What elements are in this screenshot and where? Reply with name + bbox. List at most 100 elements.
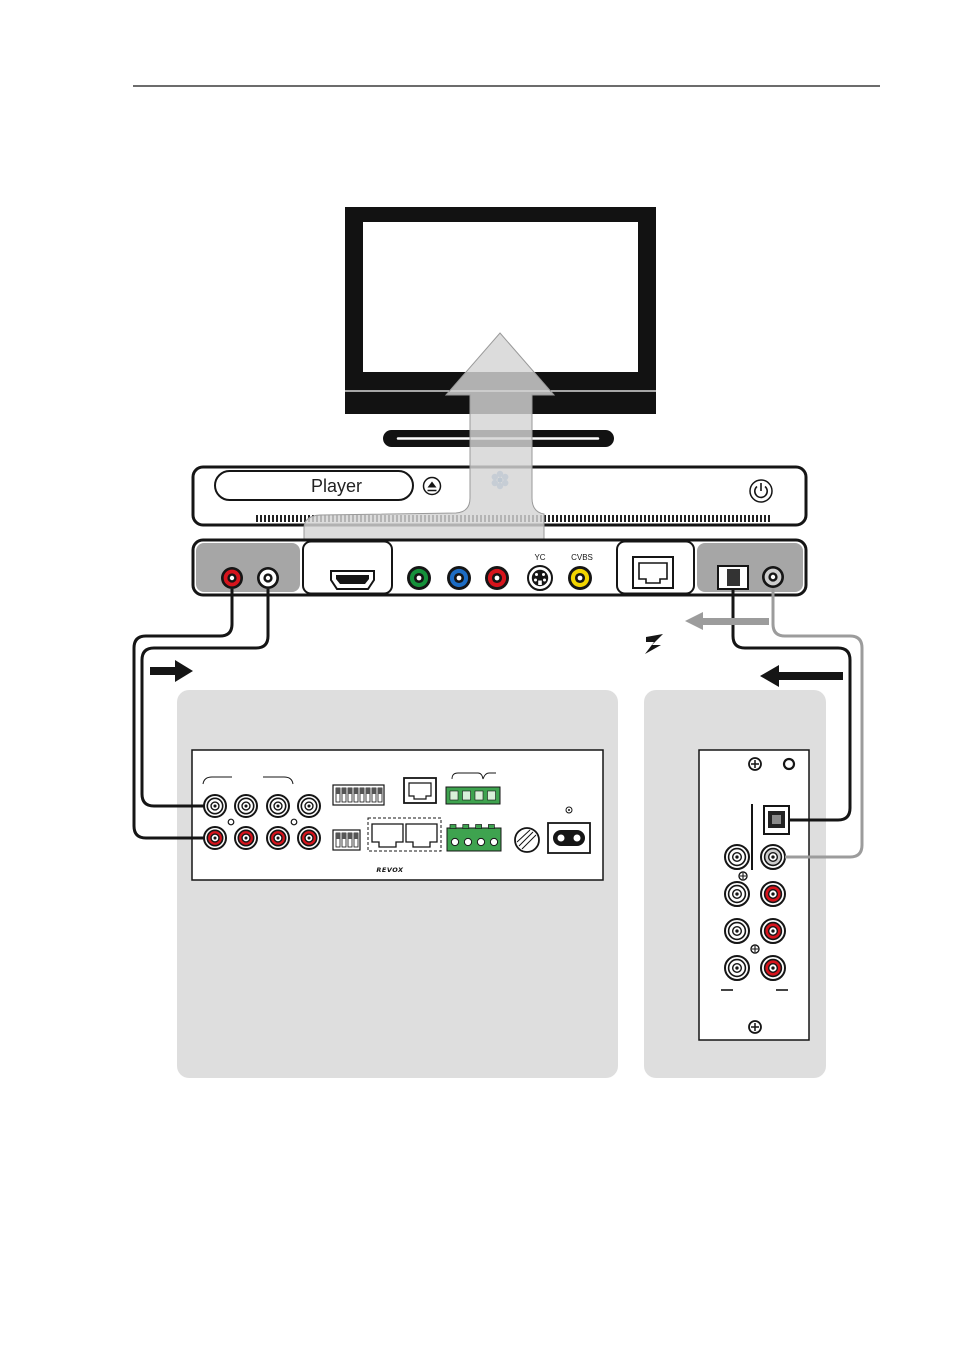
jack-pin (771, 929, 775, 933)
jack-pin (265, 575, 271, 581)
jack-pin (771, 892, 775, 896)
jack-pin (244, 804, 248, 808)
jack-pin (307, 836, 311, 840)
brand-logo: REVOX (376, 866, 404, 874)
terminal-contact (487, 790, 496, 801)
component-jack-green (407, 566, 431, 590)
arrow-up-icon (303, 332, 556, 541)
hdmi-section (302, 540, 393, 595)
cables (132, 588, 864, 859)
optical-port-icon (763, 805, 790, 835)
network-section (616, 540, 695, 595)
terminal-contact (474, 790, 484, 801)
terminal-bracket (451, 772, 496, 780)
rca-jack-red (234, 826, 258, 850)
jack-pin (735, 966, 739, 970)
terminal-notch (475, 824, 482, 829)
terminal-contact (449, 790, 459, 801)
rca-jack-white (266, 794, 290, 818)
cvbs-label: CVBS (571, 553, 593, 562)
jack-pin (494, 575, 500, 581)
terminal-notch (462, 824, 470, 829)
jack-pin (770, 574, 776, 580)
input-module-jacks (724, 844, 786, 981)
jack-pin (577, 575, 583, 581)
indicator-ring (782, 757, 796, 771)
screw-icon (227, 818, 235, 826)
terminal-screw (463, 837, 473, 847)
dip-switch-lever (378, 788, 382, 794)
component-jack-blue (447, 566, 471, 590)
screw-icon (738, 871, 748, 881)
ground-symbol-icon (565, 806, 573, 814)
terminal-screw (489, 837, 499, 847)
s-video-jack (527, 565, 553, 591)
rca-jack-white (724, 844, 750, 870)
dip-switch-lever (354, 788, 358, 794)
dip-switch-lever (348, 788, 352, 794)
screw-icon (748, 757, 762, 771)
jack-pin (735, 892, 739, 896)
rca-jack-white (297, 794, 321, 818)
dip-switch-4 (332, 829, 361, 851)
dip-switch-8 (332, 784, 385, 806)
jack-pin (735, 929, 739, 933)
rca-jack-red (297, 826, 321, 850)
dual-ethernet-port (367, 817, 442, 852)
power-inlet-hole (557, 834, 565, 842)
zigzag-mark-icon (645, 634, 663, 654)
terminal-block-body (446, 827, 502, 852)
rca-jack-white (257, 567, 279, 589)
audio-system-jacks (203, 794, 321, 850)
rca-jack-white (724, 955, 750, 981)
coax-cable (771, 588, 864, 859)
jack-pin (416, 575, 422, 581)
jack-pin (771, 966, 775, 970)
dip-switch-lever (366, 788, 370, 794)
analog-audio-section (196, 543, 300, 592)
television (345, 207, 656, 447)
digital-audio-section (697, 543, 803, 592)
input-module (698, 749, 810, 1041)
rca-jack-white (203, 794, 227, 818)
screw-slot (752, 946, 758, 952)
s-video-pin (534, 578, 537, 582)
back-panel-jacks (221, 566, 784, 590)
dip-switch-lever (336, 788, 340, 794)
screw-slot (751, 760, 759, 768)
jack-pin (276, 836, 280, 840)
screw-slot (751, 1023, 759, 1031)
composite-jack-yellow (568, 566, 592, 590)
jack-pin (735, 855, 739, 859)
optical-port-icon (717, 565, 749, 590)
component-jack-red (485, 566, 509, 590)
rca-jack-white (234, 794, 258, 818)
dip-switch-lever (354, 833, 358, 839)
terminal-contact (462, 790, 471, 801)
dip-switch-lever (342, 833, 346, 839)
input-module-housing (698, 749, 810, 1041)
screw-slot (740, 873, 746, 879)
player-back-panel: YC CVBS (191, 538, 808, 597)
ethernet-port-icon (371, 823, 404, 848)
jack-pin (276, 804, 280, 808)
s-video-pin (542, 573, 545, 576)
rca-jack-red (760, 955, 786, 981)
ethernet-port-icon (403, 777, 437, 804)
power-inlet-hole (573, 834, 581, 842)
hdmi-port-icon (330, 570, 375, 590)
fuse-holder-icon (514, 827, 540, 853)
player-display (214, 470, 414, 501)
audio-system-panel (177, 690, 618, 1078)
screw-icon (750, 944, 760, 954)
terminal-screw (476, 837, 486, 847)
jack-pin (229, 575, 235, 581)
dip-switch-lever (336, 833, 340, 839)
dip-switch-lever (348, 833, 352, 839)
power-inlet-socket (553, 830, 585, 846)
s-video-pin (543, 578, 546, 582)
fuse-holder-ring (514, 827, 540, 853)
ethernet-port-opening (408, 782, 432, 800)
ethernet-port-icon (632, 556, 674, 589)
jack-pin (213, 804, 217, 808)
